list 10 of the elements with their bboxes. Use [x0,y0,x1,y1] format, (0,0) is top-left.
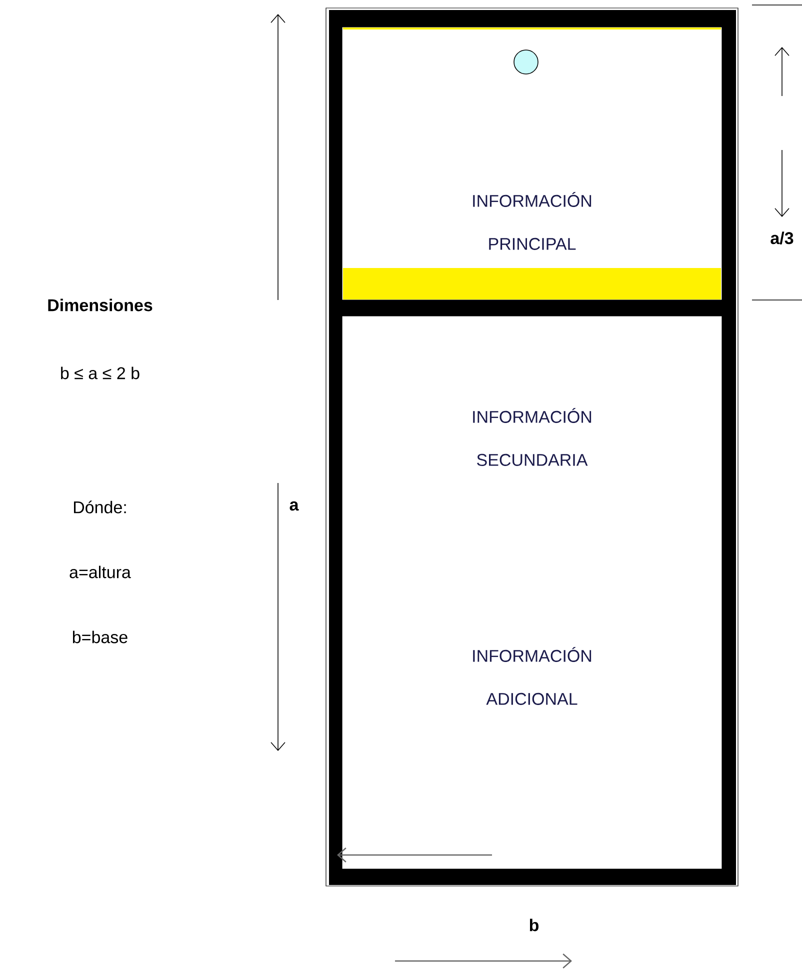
note-text: a=altura [70,566,131,578]
dimension-label: b [530,918,538,932]
label-panel: INFORMACIÓN PRINCIPAL [342,26,722,300]
label-panel: INFORMACIÓN SECUNDARIA INFORMACIÓN ADICIONAL [342,316,722,870]
formula-text: b ≤ a ≤ 2 b [61,366,140,380]
note-text: Dónde: [74,500,126,514]
note-text: b=base [72,630,128,644]
dimension-label: a/3 [770,232,794,244]
heading: Dimensiones [48,298,152,312]
dimension-label: a [290,501,299,511]
